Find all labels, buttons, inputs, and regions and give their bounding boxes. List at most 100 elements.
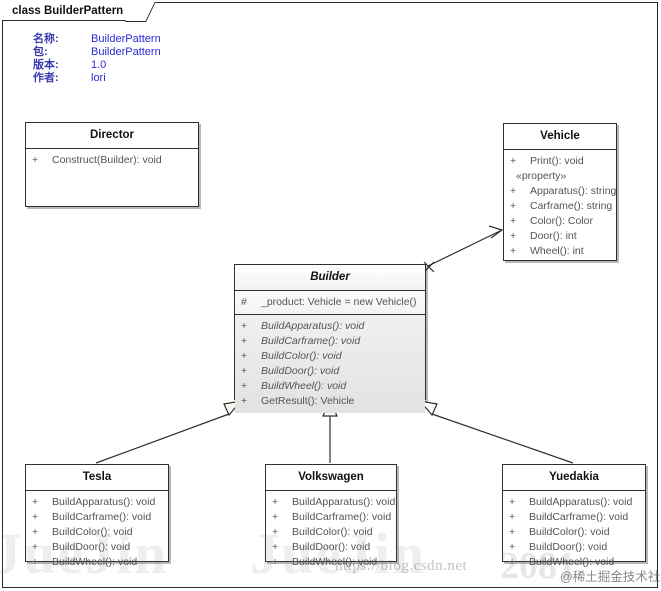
visibility-marker: + xyxy=(32,526,39,538)
member-signature: BuildCarframe(): void xyxy=(292,511,392,523)
visibility-marker: + xyxy=(241,350,248,362)
member-signature: BuildWheel(): void xyxy=(52,556,138,568)
class-title-director: Director xyxy=(26,123,198,149)
member-signature: Construct(Builder): void xyxy=(52,154,162,166)
member-row: + Carframe(): string xyxy=(504,199,616,214)
member-row: + BuildWheel(): void xyxy=(26,555,168,570)
member-signature: BuildDoor(): void xyxy=(261,365,340,377)
member-signature: Color(): Color xyxy=(530,215,594,227)
member-signature: Wheel(): int xyxy=(530,245,584,257)
meta-row-author: 作者: lori xyxy=(33,72,161,85)
visibility-marker: + xyxy=(241,365,248,377)
meta-key-package: 包: xyxy=(33,46,48,58)
member-row: + BuildDoor(): void xyxy=(26,540,168,555)
member-row: + BuildDoor(): void xyxy=(503,540,645,555)
member-row: + BuildWheel(): void xyxy=(503,555,645,570)
visibility-marker: # xyxy=(241,296,247,308)
member-row: + BuildWheel(): void xyxy=(235,379,425,394)
member-row: + BuildApparatus(): void xyxy=(266,495,396,510)
member-signature: Apparatus(): string xyxy=(530,185,617,197)
class-operations-builder: + BuildApparatus(): void + BuildCarframe… xyxy=(235,315,425,413)
meta-value-package: BuilderPattern xyxy=(91,46,161,58)
member-signature: BuildApparatus(): void xyxy=(292,496,396,508)
visibility-marker: + xyxy=(241,380,248,392)
member-row: + Door(): int xyxy=(504,229,616,244)
meta-key-version: 版本: xyxy=(33,59,59,71)
member-signature: BuildCarframe(): void xyxy=(261,335,361,347)
visibility-marker: + xyxy=(509,526,516,538)
visibility-marker: + xyxy=(509,556,516,568)
member-row: + Wheel(): int xyxy=(504,244,616,259)
visibility-marker: + xyxy=(272,526,279,538)
class-box-builder[interactable]: Builder # _product: Vehicle = new Vehicl… xyxy=(234,264,426,413)
member-signature: Print(): void xyxy=(530,155,584,167)
member-signature: BuildColor(): void xyxy=(261,350,342,362)
member-row: + BuildCarframe(): void xyxy=(26,510,168,525)
member-row: + Construct(Builder): void xyxy=(26,153,198,168)
visibility-marker: + xyxy=(510,245,517,257)
member-signature: BuildWheel(): void xyxy=(292,556,378,568)
member-signature: Carframe(): string xyxy=(530,200,613,212)
member-signature: BuildApparatus(): void xyxy=(52,496,156,508)
member-row: + BuildApparatus(): void xyxy=(503,495,645,510)
visibility-marker: + xyxy=(272,556,279,568)
member-signature: BuildCarframe(): void xyxy=(52,511,152,523)
visibility-marker: + xyxy=(241,395,248,407)
class-title-volkswagen: Volkswagen xyxy=(266,465,396,491)
visibility-marker: + xyxy=(272,541,279,553)
member-signature: _product: Vehicle = new Vehicle() xyxy=(261,296,417,308)
meta-value-name: BuilderPattern xyxy=(91,33,161,45)
visibility-marker: + xyxy=(510,185,517,197)
member-row: + BuildDoor(): void xyxy=(235,364,425,379)
member-signature: BuildCarframe(): void xyxy=(529,511,629,523)
class-attributes-builder: # _product: Vehicle = new Vehicle() xyxy=(235,291,425,315)
member-row: + BuildColor(): void xyxy=(235,349,425,364)
member-row: + BuildWheel(): void xyxy=(266,555,396,570)
member-signature: BuildColor(): void xyxy=(529,526,610,538)
class-box-yuedakia[interactable]: Yuedakia + BuildApparatus(): void + Buil… xyxy=(502,464,646,568)
visibility-marker: + xyxy=(32,496,39,508)
visibility-marker: + xyxy=(509,496,516,508)
visibility-marker: + xyxy=(32,154,39,166)
member-signature: BuildDoor(): void xyxy=(292,541,371,553)
class-box-tesla[interactable]: Tesla + BuildApparatus(): void + BuildCa… xyxy=(25,464,169,568)
meta-key-author: 作者: xyxy=(33,72,59,84)
member-row: + BuildColor(): void xyxy=(26,525,168,540)
meta-value-version: 1.0 xyxy=(91,59,107,71)
visibility-marker: + xyxy=(32,556,39,568)
member-signature: BuildColor(): void xyxy=(52,526,133,538)
member-signature: BuildApparatus(): void xyxy=(529,496,633,508)
visibility-marker: + xyxy=(241,335,248,347)
visibility-marker: + xyxy=(510,215,517,227)
member-row: + BuildColor(): void xyxy=(503,525,645,540)
class-operations-volkswagen: + BuildApparatus(): void + BuildCarframe… xyxy=(266,491,396,574)
class-box-volkswagen[interactable]: Volkswagen + BuildApparatus(): void + Bu… xyxy=(265,464,397,568)
visibility-marker: + xyxy=(509,511,516,523)
stereotype-label: «property» xyxy=(516,170,567,182)
member-signature: BuildDoor(): void xyxy=(529,541,608,553)
member-signature: BuildApparatus(): void xyxy=(261,320,365,332)
meta-row-version: 版本: 1.0 xyxy=(33,59,161,72)
member-signature: BuildWheel(): void xyxy=(261,380,347,392)
class-operations-director: + Construct(Builder): void xyxy=(26,149,198,172)
visibility-marker: + xyxy=(32,511,39,523)
meta-row-name: 名称: BuilderPattern xyxy=(33,33,161,46)
visibility-marker: + xyxy=(510,230,517,242)
member-row: + Apparatus(): string xyxy=(504,184,616,199)
visibility-marker: + xyxy=(510,200,517,212)
visibility-marker: + xyxy=(241,320,248,332)
member-row: + BuildApparatus(): void xyxy=(26,495,168,510)
diagram-meta-block: 名称: BuilderPattern 包: BuilderPattern 版本:… xyxy=(33,33,161,85)
member-signature: BuildDoor(): void xyxy=(52,541,131,553)
member-row: + GetResult(): Vehicle xyxy=(235,394,425,409)
visibility-marker: + xyxy=(32,541,39,553)
class-box-director[interactable]: Director + Construct(Builder): void xyxy=(25,122,199,207)
visibility-marker: + xyxy=(272,511,279,523)
member-row: # _product: Vehicle = new Vehicle() xyxy=(235,295,425,310)
class-title-builder: Builder xyxy=(235,265,425,291)
member-signature: Door(): int xyxy=(530,230,577,242)
member-row: + BuildDoor(): void xyxy=(266,540,396,555)
class-operations-yuedakia: + BuildApparatus(): void + BuildCarframe… xyxy=(503,491,645,574)
class-box-vehicle[interactable]: Vehicle + Print(): void «property» + App… xyxy=(503,123,617,261)
